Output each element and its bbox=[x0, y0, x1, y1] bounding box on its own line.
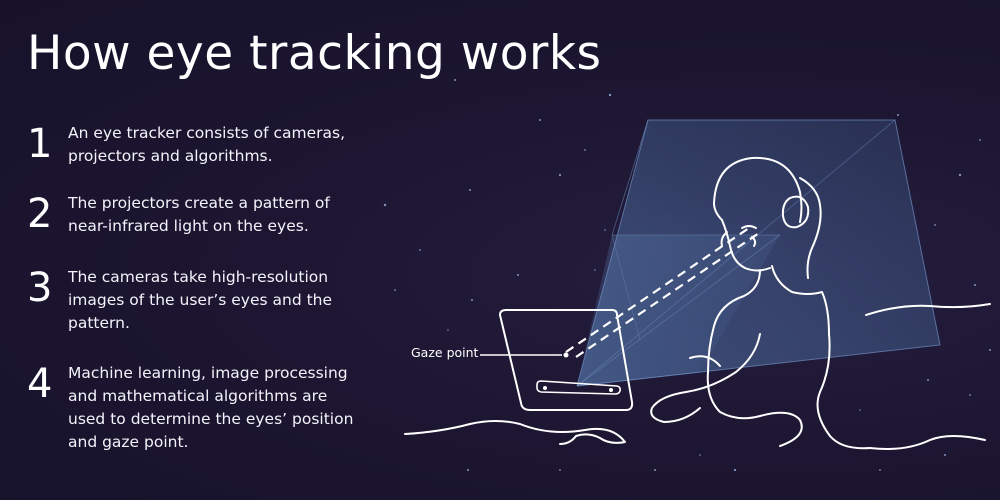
gaze-point-label: Gaze point bbox=[411, 345, 479, 360]
step-description: Machine learning, image processing and m… bbox=[68, 364, 354, 451]
user-figure bbox=[404, 156, 991, 450]
step-item: 4 Machine learning, image processing and… bbox=[27, 362, 367, 454]
step-item: 3 The cameras take high-resolution image… bbox=[27, 266, 367, 335]
step-number: 2 bbox=[27, 191, 53, 237]
gaze-point-marker bbox=[563, 352, 569, 358]
star-field bbox=[383, 79, 991, 472]
step-number: 3 bbox=[27, 265, 53, 311]
step-number: 1 bbox=[27, 121, 53, 167]
infrared-beam bbox=[576, 119, 941, 387]
step-description: The cameras take high-resolution images … bbox=[68, 268, 333, 332]
step-item: 2 The projectors create a pattern of nea… bbox=[27, 192, 367, 238]
step-description: An eye tracker consists of cameras, proj… bbox=[68, 124, 346, 165]
page-title: How eye tracking works bbox=[27, 26, 602, 81]
laptop-screen bbox=[499, 309, 634, 411]
step-number: 4 bbox=[27, 361, 53, 407]
step-item: 1 An eye tracker consists of cameras, pr… bbox=[27, 122, 367, 168]
step-description: The projectors create a pattern of near-… bbox=[68, 194, 330, 235]
